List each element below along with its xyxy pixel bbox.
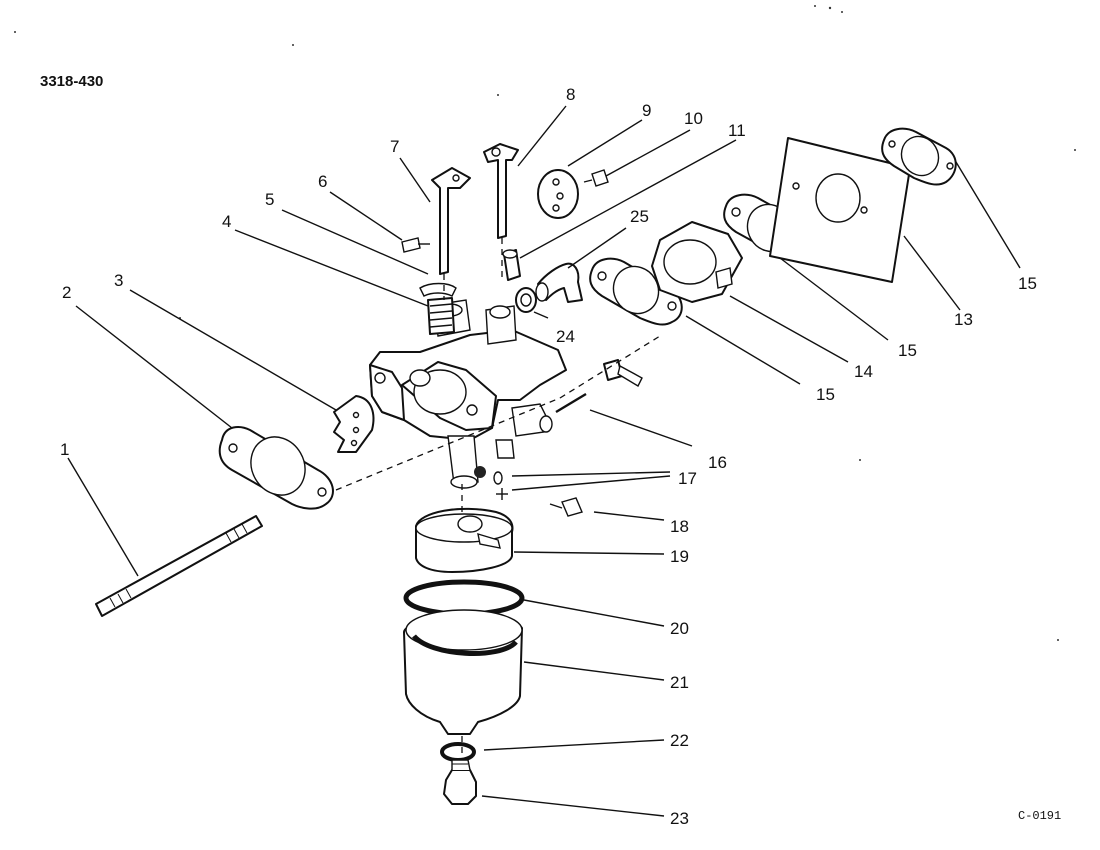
callout-11: 11 — [728, 121, 746, 140]
callout-16: 16 — [708, 453, 727, 472]
callout-10: 10 — [684, 109, 703, 128]
part-gasket-right — [881, 127, 957, 186]
part-throttle-shaft — [431, 167, 471, 300]
callout-1: 1 — [60, 440, 69, 459]
part-washer — [440, 742, 476, 762]
part-clip — [493, 471, 508, 500]
part-choke-plate — [537, 169, 579, 219]
callout-13: 13 — [954, 310, 973, 329]
callout-6: 6 — [318, 172, 327, 191]
callout-7: 7 — [390, 137, 399, 156]
part-gasket-center — [589, 257, 683, 326]
callout-4: 4 — [222, 212, 231, 231]
part-float — [415, 507, 514, 573]
drawing-reference: C-0191 — [1018, 809, 1061, 823]
callout-20: 20 — [670, 619, 689, 638]
part-bushing — [515, 287, 537, 313]
part-screw-10 — [583, 169, 609, 187]
part-elbow-hose — [535, 262, 583, 303]
callout-14: 14 — [854, 362, 873, 381]
part-gasket-left — [218, 426, 334, 510]
drawing-code: 3318-430 — [40, 73, 103, 90]
part-bowl-nut — [443, 759, 477, 805]
callout-19: 19 — [670, 547, 689, 566]
part-choke-shaft — [483, 143, 519, 280]
callout-15-mid: 15 — [898, 341, 917, 360]
part-heat-shield — [769, 137, 911, 283]
callout-17: 17 — [678, 469, 697, 488]
callout-25: 25 — [630, 207, 649, 226]
callout-labels: 1 2 3 4 5 6 7 8 9 10 11 13 14 15 15 15 1… — [60, 85, 1037, 828]
part-plate-small — [333, 395, 375, 453]
part-carburetor-body — [369, 299, 567, 489]
scan-noise — [14, 5, 1076, 641]
part-fitting — [502, 249, 521, 281]
leader-lines — [67, 105, 1021, 817]
callout-5: 5 — [265, 190, 274, 209]
part-o-ring — [403, 579, 525, 617]
part-bolt — [603, 359, 643, 387]
callout-23: 23 — [670, 809, 689, 828]
part-stud — [95, 515, 263, 617]
callout-18: 18 — [670, 517, 689, 536]
callout-3: 3 — [114, 271, 123, 290]
callout-21: 21 — [670, 673, 689, 692]
callout-24: 24 — [556, 327, 575, 346]
part-pin — [555, 392, 587, 414]
callout-2: 2 — [62, 283, 71, 302]
part-float-bowl — [403, 609, 523, 735]
part-spacer — [651, 221, 743, 303]
callout-8: 8 — [566, 85, 575, 104]
part-screw-small — [401, 237, 430, 253]
callout-9: 9 — [642, 101, 651, 120]
part-screw-18 — [549, 497, 583, 517]
part-needle-spring — [419, 282, 457, 335]
callout-15-right: 15 — [1018, 274, 1037, 293]
callout-22: 22 — [670, 731, 689, 750]
callout-15-center: 15 — [816, 385, 835, 404]
